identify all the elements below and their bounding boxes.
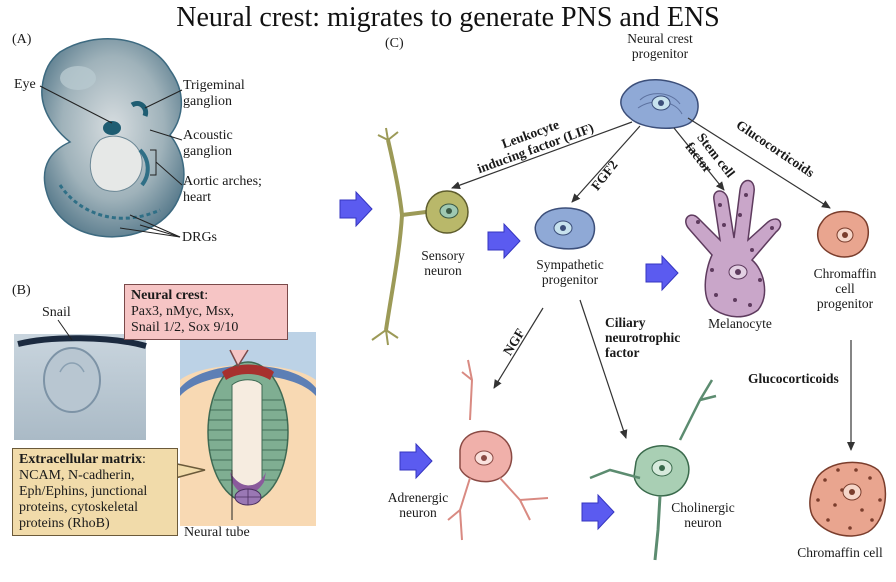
label-drgs: DRGs bbox=[182, 230, 218, 245]
differentiation-arrows bbox=[451, 117, 855, 451]
label-aortic-arches: Aortic arches;heart bbox=[183, 174, 262, 205]
blue-arrow-sympathetic bbox=[487, 222, 521, 260]
highlight-arrows bbox=[339, 190, 679, 531]
blue-arrow-adrenergic bbox=[399, 442, 433, 480]
extracellular-matrix-box: Extracellular matrix: NCAM, N-cadherin, … bbox=[12, 448, 178, 536]
neural-crest-box: Neural crest: Pax3, nMyc, Msx, Snail 1/2… bbox=[124, 284, 288, 340]
panel-c-letter: (C) bbox=[385, 36, 404, 51]
chromaffin-progenitor-cell bbox=[816, 210, 870, 258]
label-snail: Snail bbox=[42, 305, 71, 320]
crest-callout-pointer bbox=[229, 349, 249, 368]
blue-arrow-sensory bbox=[339, 190, 373, 228]
cholinergic-neuron-cell bbox=[589, 379, 717, 561]
sympathetic-progenitor-cell bbox=[534, 207, 596, 250]
embryo-image bbox=[41, 38, 185, 238]
embryo-leader-lines bbox=[39, 85, 183, 238]
neural-crest-heading: Neural crest bbox=[131, 288, 205, 303]
label-chromaffin-cell: Chromaffin cell bbox=[797, 545, 883, 560]
ecm-heading: Extracellular matrix bbox=[19, 452, 142, 467]
neural-crest-progenitor-cell bbox=[620, 79, 699, 129]
snail-stain-image bbox=[14, 319, 147, 440]
blue-arrow-melanocyte bbox=[645, 254, 679, 292]
page-title: Neural crest: migrates to generate PNS a… bbox=[176, 2, 720, 33]
blue-arrow-cholinergic bbox=[581, 493, 615, 531]
label-neural-tube: Neural tube bbox=[184, 525, 250, 540]
factor-glucocorticoids-2: Glucocorticoids bbox=[748, 371, 839, 386]
chromaffin-cell bbox=[809, 461, 887, 537]
panel-b-letter: (B) bbox=[12, 283, 31, 298]
label-melanocyte: Melanocyte bbox=[708, 316, 772, 331]
neural-tube-diagram bbox=[180, 332, 316, 526]
panel-a-letter: (A) bbox=[12, 32, 32, 47]
melanocyte-cell bbox=[685, 179, 782, 318]
label-eye: Eye bbox=[14, 77, 36, 92]
adrenergic-neuron-cell bbox=[447, 359, 549, 541]
sensory-neuron-cell bbox=[371, 127, 469, 346]
